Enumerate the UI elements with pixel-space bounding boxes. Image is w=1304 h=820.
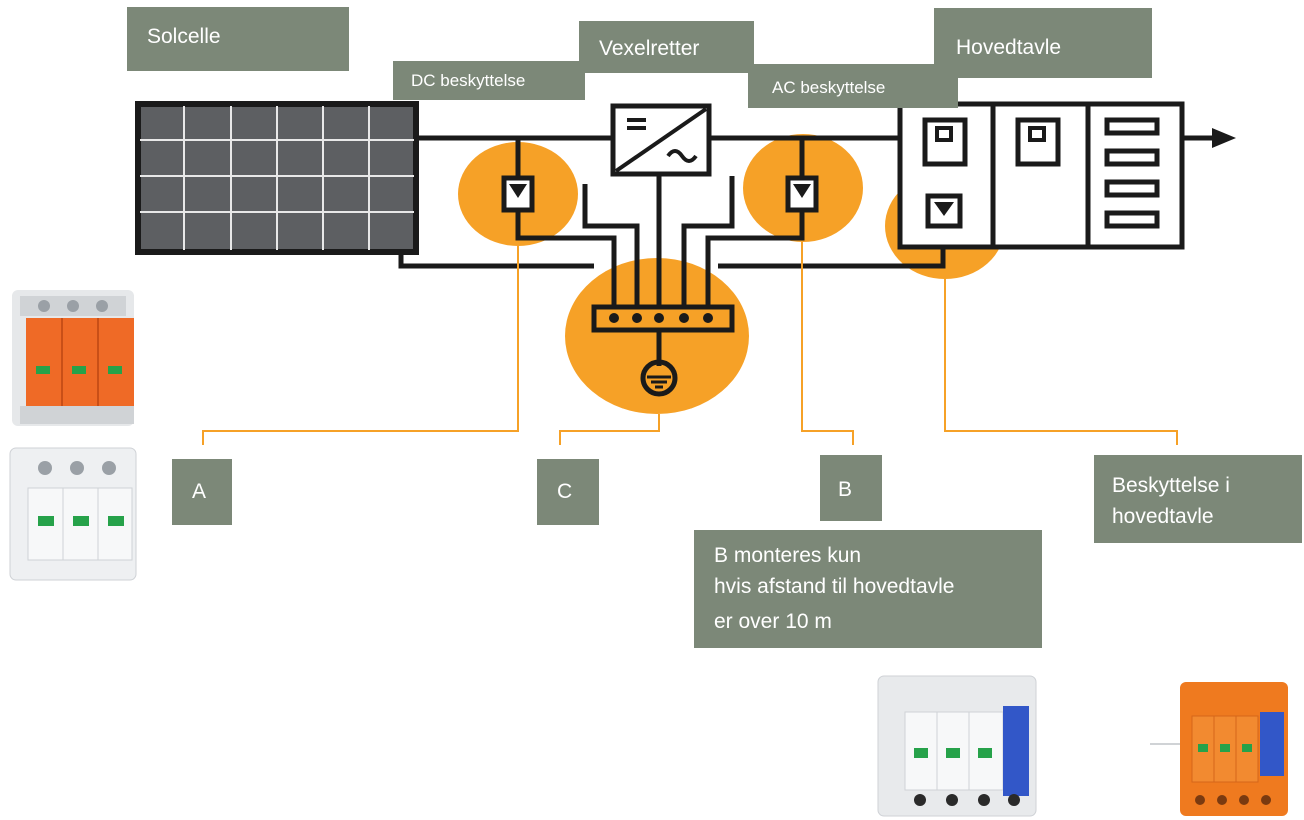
note-text-3: er over 10 m [714, 610, 832, 633]
ac-spd-device-image [877, 675, 1037, 817]
label-b: B [820, 455, 882, 521]
main-panel-protection-text-2: hovedtavle [1112, 505, 1214, 528]
note-text-1: B monteres kun [714, 544, 862, 567]
main-panel [897, 101, 1185, 250]
dc-spd-icon [501, 175, 535, 213]
solar-panel [135, 101, 419, 255]
label-a: A [172, 459, 232, 525]
main-panel-spd-device-image [1150, 682, 1288, 816]
ground-icon [640, 359, 678, 397]
label-main-panel-protection: Beskyttelse i hovedtavle [1094, 455, 1302, 543]
solcelle-text: Solcelle [147, 25, 221, 48]
note-text-2: hvis afstand til hovedtavle [714, 575, 955, 598]
label-note: B monteres kun hvis afstand til hovedtav… [694, 530, 1042, 648]
label-ac-protection: AC beskyttelse [748, 64, 958, 108]
label-solcelle: Solcelle [127, 7, 349, 71]
inverter-icon [610, 103, 712, 177]
leader-lines [202, 242, 1178, 445]
pv-spd-device-image [9, 447, 137, 581]
wiring [398, 135, 1218, 366]
label-c: C [537, 459, 599, 525]
dc-spd-device-image [12, 290, 134, 426]
label-inverter: Vexelretter [579, 21, 754, 73]
b-text: B [838, 478, 853, 501]
label-dc-protection: DC beskyttelse [393, 61, 585, 100]
main-panel-protection-text-1: Beskyttelse i [1112, 474, 1230, 497]
breaker-icon [1015, 117, 1061, 167]
main-panel-text: Hovedtavle [956, 36, 1062, 59]
dc-protection-text: DC beskyttelse [411, 71, 526, 90]
ac-protection-text: AC beskyttelse [772, 78, 886, 97]
busbar-icon [1104, 117, 1160, 229]
label-main-panel: Hovedtavle [934, 8, 1152, 78]
main-spd-icon [925, 193, 963, 229]
a-text: A [192, 480, 207, 503]
equipotential-busbar [591, 304, 735, 333]
output-arrow-icon [1212, 128, 1236, 148]
c-text: C [557, 480, 573, 503]
breaker-icon [922, 117, 968, 167]
ac-spd-icon [785, 175, 819, 213]
inverter-text: Vexelretter [599, 37, 700, 60]
